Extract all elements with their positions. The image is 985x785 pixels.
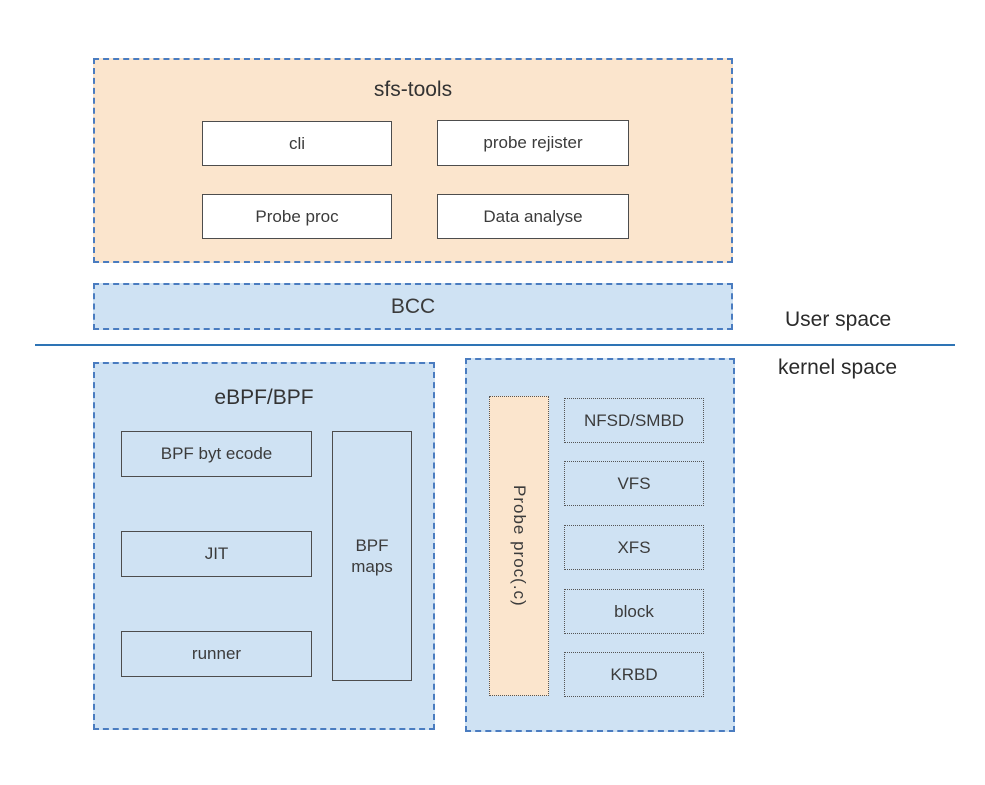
probe-rejister-box: probe rejister	[437, 120, 629, 166]
sfs-tools-title: sfs-tools	[373, 78, 453, 101]
bpf-bytecode-box: BPF byt ecode	[121, 431, 312, 477]
xfs-box: XFS	[564, 525, 704, 570]
ebpf-title: eBPF/BPF	[214, 386, 314, 409]
probe-proc-box: Probe proc	[202, 194, 392, 239]
bpf-maps-box: BPF maps	[332, 431, 412, 681]
krbd-box: KRBD	[564, 652, 704, 697]
runner-box: runner	[121, 631, 312, 677]
sfs-tools-panel: sfs-tools cli probe rejister Probe proc …	[93, 58, 733, 263]
data-analyse-box: Data analyse	[437, 194, 629, 239]
block-box: block	[564, 589, 704, 634]
user-space-label: User space	[785, 308, 892, 331]
bcc-panel: BCC	[93, 283, 733, 330]
jit-box: JIT	[121, 531, 312, 577]
bcc-label: BCC	[390, 294, 436, 318]
kernel-space-label: kernel space	[778, 356, 898, 379]
nfsd-smbd-box: NFSD/SMBD	[564, 398, 704, 443]
ebpf-panel: eBPF/BPF BPF byt ecode JIT runner BPF ma…	[93, 362, 435, 730]
vfs-box: VFS	[564, 461, 704, 506]
probe-panel: Probe proc(.c) NFSD/SMBD VFS XFS block K…	[465, 358, 735, 732]
cli-box: cli	[202, 121, 392, 166]
probe-proc-c-box: Probe proc(.c)	[489, 396, 549, 696]
space-divider-line	[35, 344, 955, 346]
